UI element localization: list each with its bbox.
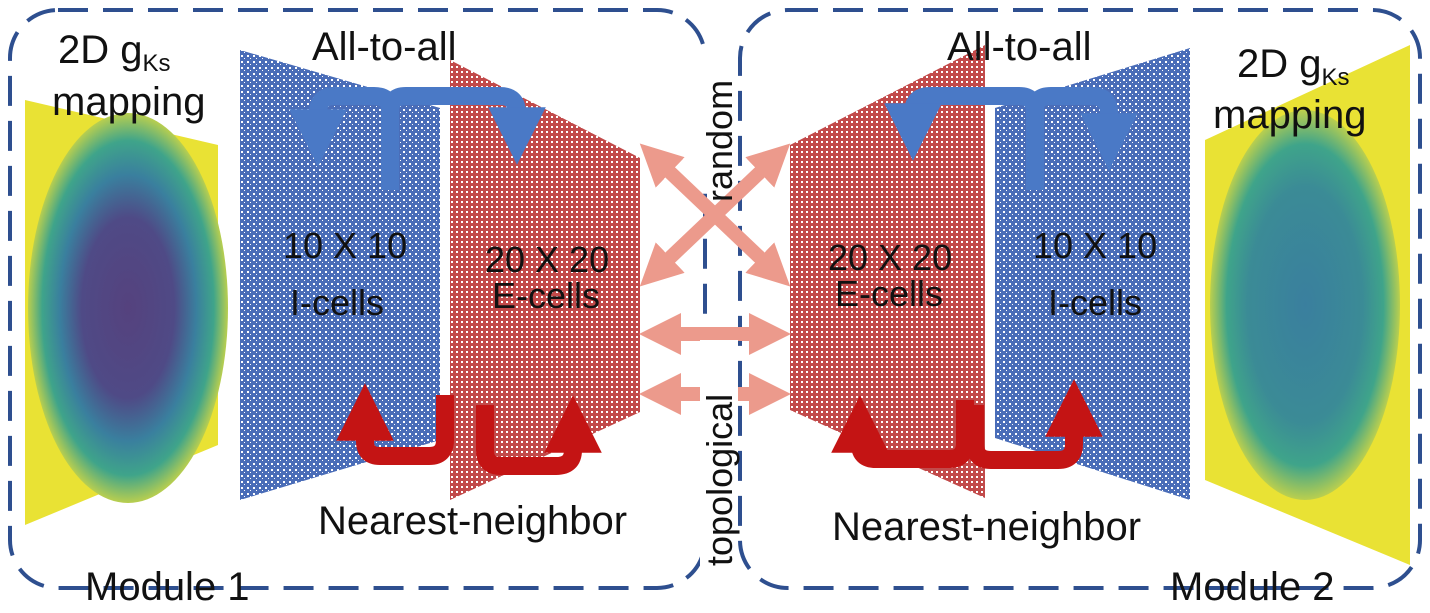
module-1-i-name-label: I-cells — [290, 282, 384, 323]
module-1-all-to-all-arrow — [289, 87, 546, 190]
module-2-all-to-all-arrow — [884, 87, 1138, 190]
module-2-nearest-neighbor-label: Nearest-neighbor — [832, 505, 1141, 549]
random-label-bg — [700, 52, 738, 180]
module-2-nearest-neighbor-arrow — [831, 379, 1103, 469]
module-2-gks-map — [1205, 45, 1410, 565]
module-1-title: Module 1 — [85, 565, 250, 609]
module-2-i-name-label: I-cells — [1048, 282, 1142, 323]
module-2-border — [738, 8, 1422, 590]
module-1-e-cells-panel — [450, 60, 640, 500]
module-1-i-cells-panel — [240, 50, 440, 500]
module-2-map-label-line2: mapping — [1213, 93, 1366, 137]
module-1-border — [8, 8, 707, 590]
module-1-map-label-line1: 2D gKs — [58, 28, 171, 77]
topological-label: topological — [699, 394, 740, 566]
module-2-title: Module 2 — [1170, 565, 1335, 609]
module-2-i-grid-label: 10 X 10 — [1033, 225, 1157, 266]
module-1-all-to-all-label: All-to-all — [312, 25, 456, 69]
module-1-nearest-neighbor-arrow — [336, 383, 602, 475]
module-2-e-name-label: E-cells — [835, 273, 943, 314]
random-connection-arrows — [639, 143, 791, 287]
module-1-i-grid-label: 10 X 10 — [283, 225, 407, 266]
module-2-i-cells-panel — [995, 48, 1190, 500]
module-2-e-grid-label: 20 X 20 — [828, 237, 952, 278]
module-1-gks-map — [25, 100, 228, 525]
module-1-nearest-neighbor-label: Nearest-neighbor — [318, 499, 627, 543]
random-label: random — [699, 80, 740, 202]
module-1-map-label-line2: mapping — [52, 80, 205, 124]
module-2-map-label-line1: 2D gKs — [1237, 42, 1350, 91]
module-1-e-grid-label: 20 X 20 — [485, 239, 609, 280]
module-1-e-name-label: E-cells — [492, 275, 600, 316]
topological-label-bg — [700, 340, 738, 572]
module-2-all-to-all-label: All-to-all — [947, 25, 1091, 69]
